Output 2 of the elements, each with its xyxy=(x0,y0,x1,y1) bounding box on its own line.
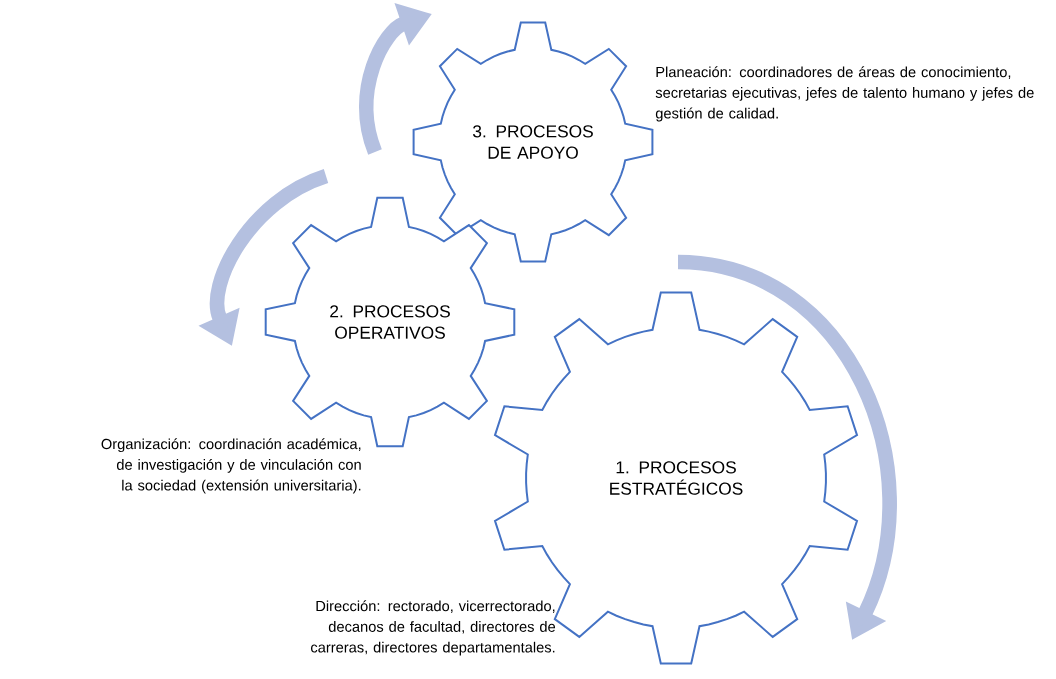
gear: 3. PROCESOS DE APOYO xyxy=(412,21,654,263)
description-text: Planeación: coordinadores de áreas de conocimiento, secretarias ejecutivas, jefes de talento humano y jefes de gestión de calidad. xyxy=(655,66,1034,122)
